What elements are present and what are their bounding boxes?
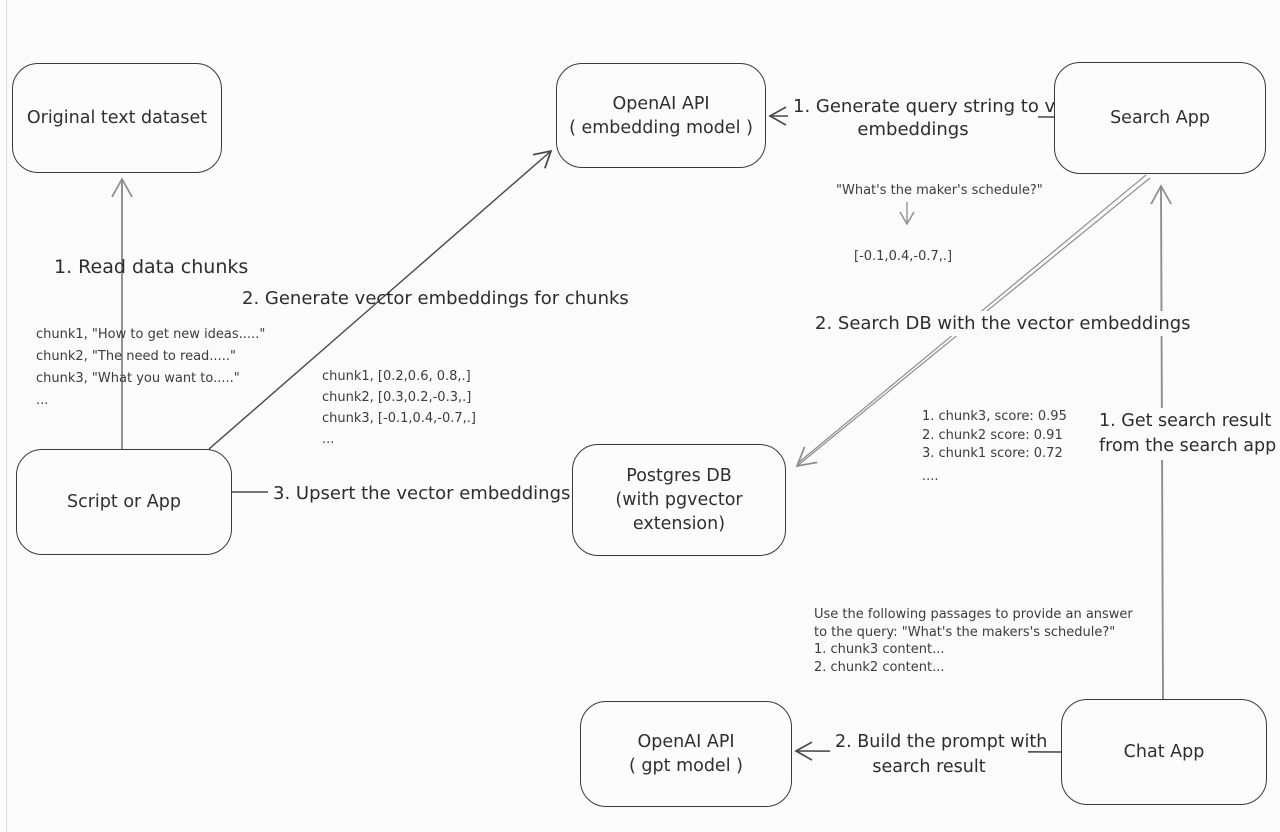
canvas-left-edge	[6, 0, 7, 832]
edge-label-line1: 2. Build the prompt with	[835, 732, 1048, 752]
node-label-line2: (with pgvector extension)	[615, 490, 743, 534]
annotation-query-string: "What's the maker's schedule?"	[836, 183, 1043, 198]
edge-label-read-data-chunks: 1. Read data chunks	[54, 256, 249, 278]
node-label: Chat App	[1123, 742, 1205, 762]
annotation-line: ...	[36, 393, 49, 408]
edge-label-line1: 1. Generate query string to vector	[793, 96, 1102, 117]
annotation-line: 3. chunk1 score: 0.72	[922, 446, 1063, 461]
annotation-line: chunk3, "What you want to....."	[36, 371, 240, 386]
annotation-line: chunk2, [0.3,0.2,-0.3,.]	[322, 390, 472, 405]
node-label: Original text dataset	[26, 108, 208, 128]
node-search-app: Search App	[1054, 62, 1266, 174]
node-label-line1: OpenAI API	[612, 93, 710, 114]
edge-label-line1: 1. Get search result	[1099, 411, 1272, 431]
edge-label-line2: embeddings	[857, 119, 969, 140]
node-label-line1: OpenAI API	[637, 732, 735, 752]
annotation-search-scores: 1. chunk3, score: 0.95 2. chunk2 score: …	[922, 408, 1067, 486]
edge-label-get-search-result: 1. Get search result from the search app	[1094, 408, 1280, 460]
annotation-line: ....	[922, 468, 939, 484]
node-label-line2: ( embedding model )	[569, 117, 753, 138]
annotation-line: ...	[322, 432, 335, 447]
node-chat-app: Chat App	[1061, 699, 1267, 805]
node-openai-api-gpt: OpenAI API ( gpt model )	[580, 701, 792, 807]
edge-label-generate-query-string: 1. Generate query string to vector embed…	[788, 94, 1102, 142]
node-label: Search App	[1110, 108, 1210, 128]
annotation-line: 2. chunk2 content...	[814, 659, 945, 675]
annotation-line: chunk3, [-0.1,0.4,-0.7,.]	[322, 411, 477, 426]
annotation-chunk-vectors: chunk1, [0.2,0.6, 0.8,.] chunk2, [0.3,0.…	[322, 366, 476, 450]
node-label: Script or App	[67, 492, 181, 512]
annotation-line: chunk1, "How to get new ideas....."	[36, 327, 266, 342]
annotation-line: 1. chunk3 content...	[814, 642, 945, 657]
node-label-line1: Postgres DB	[626, 466, 732, 486]
node-postgres-db: Postgres DB (with pgvector extension)	[572, 444, 786, 556]
node-script-or-app: Script or App	[16, 449, 232, 555]
annotation-line: chunk1, [0.2,0.6, 0.8,.]	[322, 369, 471, 384]
node-openai-api-embedding: OpenAI API ( embedding model )	[556, 63, 766, 168]
annotation-line: Use the following passages to provide an…	[814, 607, 1133, 622]
annotation-query-vector: [-0.1,0.4,-0.7,.]	[854, 249, 953, 264]
edge-label-line2: from the search app	[1099, 436, 1277, 456]
edge-label-line2: search result	[872, 757, 986, 777]
annotation-line: chunk2, "The need to read....."	[36, 349, 236, 364]
annotation-line: to the query: "What's the makers's sched…	[814, 624, 1116, 640]
edge-label-build-prompt: 2. Build the prompt with search result	[830, 729, 1048, 781]
annotation-built-prompt: Use the following passages to provide an…	[814, 606, 1133, 676]
annotation-chunk-texts: chunk1, "How to get new ideas....." chun…	[36, 324, 265, 412]
edge-label-search-db: 2. Search DB with the vector embeddings	[810, 311, 1196, 336]
node-original-text-dataset: Original text dataset	[12, 63, 222, 173]
edge-label-upsert-embeddings: 3. Upsert the vector embeddings to DB	[268, 481, 632, 506]
node-label-line2: ( gpt model )	[629, 756, 743, 776]
annotation-line: 1. chunk3, score: 0.95	[922, 409, 1067, 424]
annotation-line: 2. chunk2 score: 0.91	[922, 427, 1063, 443]
edge-label-generate-embeddings: 2. Generate vector embeddings for chunks	[242, 288, 629, 309]
